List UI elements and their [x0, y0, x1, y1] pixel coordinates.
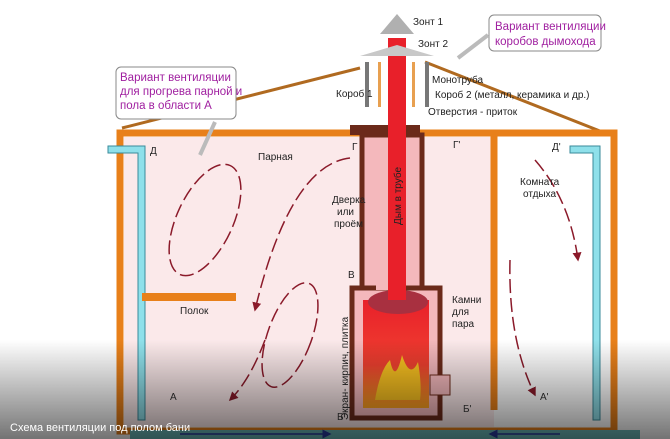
- roof-right: [424, 60, 611, 137]
- image-caption: Схема вентиляции под полом бани: [10, 422, 191, 434]
- umbrella-2-icon: [360, 45, 434, 56]
- umbrella-1-icon: [380, 14, 414, 34]
- label-stones-3: пара: [452, 319, 475, 330]
- label-monopipe: Монотруба: [432, 74, 484, 86]
- label-point-d2: Д': [552, 142, 561, 153]
- label-door-3: проём: [334, 219, 363, 230]
- callout-steam: [115, 66, 237, 120]
- label-umbrella-2: Зонт 2: [418, 39, 448, 50]
- callout-steam-line-1: Вариант вентиляции: [120, 72, 231, 84]
- label-stones-1: Камни: [452, 295, 481, 306]
- label-inlet-holes: Отверстия - приток: [428, 107, 518, 118]
- label-point-d: Д: [150, 146, 157, 157]
- label-stones-2: для: [452, 307, 469, 318]
- label-point-g: Г: [352, 142, 358, 153]
- callout-chimney-line-1: Вариант вентиляции: [495, 21, 606, 33]
- label-rest-room-2: отдыха: [523, 189, 557, 200]
- label-shelf: Полок: [180, 306, 209, 317]
- shelf: [142, 293, 236, 301]
- label-steam-room: Парная: [258, 152, 293, 163]
- label-smoke: Дым в трубе: [392, 167, 404, 225]
- ceiling-passage: [350, 125, 420, 135]
- label-door-1: Дверка: [332, 195, 366, 206]
- label-point-v: В: [348, 270, 355, 281]
- label-point-g2: Г': [453, 140, 460, 151]
- callout-steam-line-3: пола в области А: [120, 100, 212, 112]
- callout-chimney-line-2: коробов дымохода: [495, 36, 596, 48]
- label-box-2: Короб 2 (металл, керамика и др.): [435, 89, 589, 101]
- label-umbrella-1: Зонт 1: [413, 17, 443, 28]
- caption-shade: [0, 340, 670, 439]
- stones-icon: [368, 290, 428, 314]
- chimney-pipe: [388, 38, 406, 300]
- callout-chimney: [488, 14, 602, 52]
- label-box-1: Короб 1: [336, 88, 373, 100]
- label-rest-room-1: Комната: [520, 177, 560, 188]
- label-door-2: или: [337, 207, 354, 218]
- callout-steam-line-2: для прогрева парной и: [120, 86, 242, 98]
